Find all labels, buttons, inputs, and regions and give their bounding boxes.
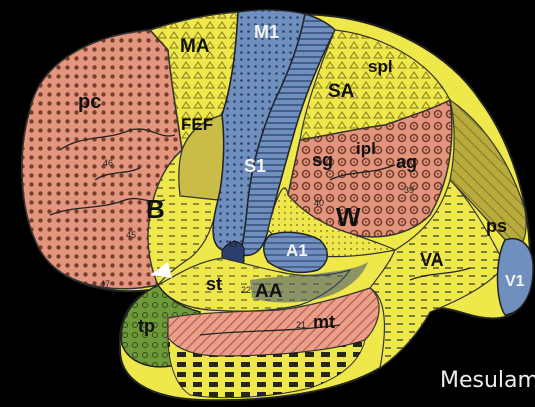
area-46: 46 (103, 158, 113, 168)
area-45: 45 (126, 230, 136, 240)
label-s1: S1 (244, 156, 266, 176)
label-spl: spl (368, 57, 393, 76)
area-47: 47 (100, 279, 110, 289)
label-st: st (206, 274, 222, 294)
label-ps: ps (486, 216, 507, 236)
label-fef: FEF (181, 115, 213, 134)
label-a1: A1 (286, 241, 308, 260)
label-sa: SA (328, 81, 355, 102)
area-43: 43 (227, 239, 237, 249)
area-22: 22 (241, 285, 251, 295)
area-21: 21 (296, 320, 306, 330)
label-b: B (146, 194, 165, 224)
label-aa: AA (255, 281, 283, 302)
label-pc: pc (78, 91, 101, 113)
label-v1: V1 (505, 273, 525, 290)
label-ma: MA (180, 36, 210, 57)
area-40: 40 (314, 198, 324, 208)
label-w: W (336, 202, 361, 232)
area-39: 39 (404, 185, 414, 195)
label-mt: mt (313, 312, 335, 332)
label-m1: M1 (254, 22, 279, 42)
label-ipl: ipl (356, 139, 376, 158)
label-tp: tp (138, 316, 155, 336)
label-ag: ag (396, 152, 417, 172)
label-sg: sg (312, 150, 333, 170)
label-va: VA (420, 250, 444, 270)
caption: Mesulam (440, 368, 535, 393)
